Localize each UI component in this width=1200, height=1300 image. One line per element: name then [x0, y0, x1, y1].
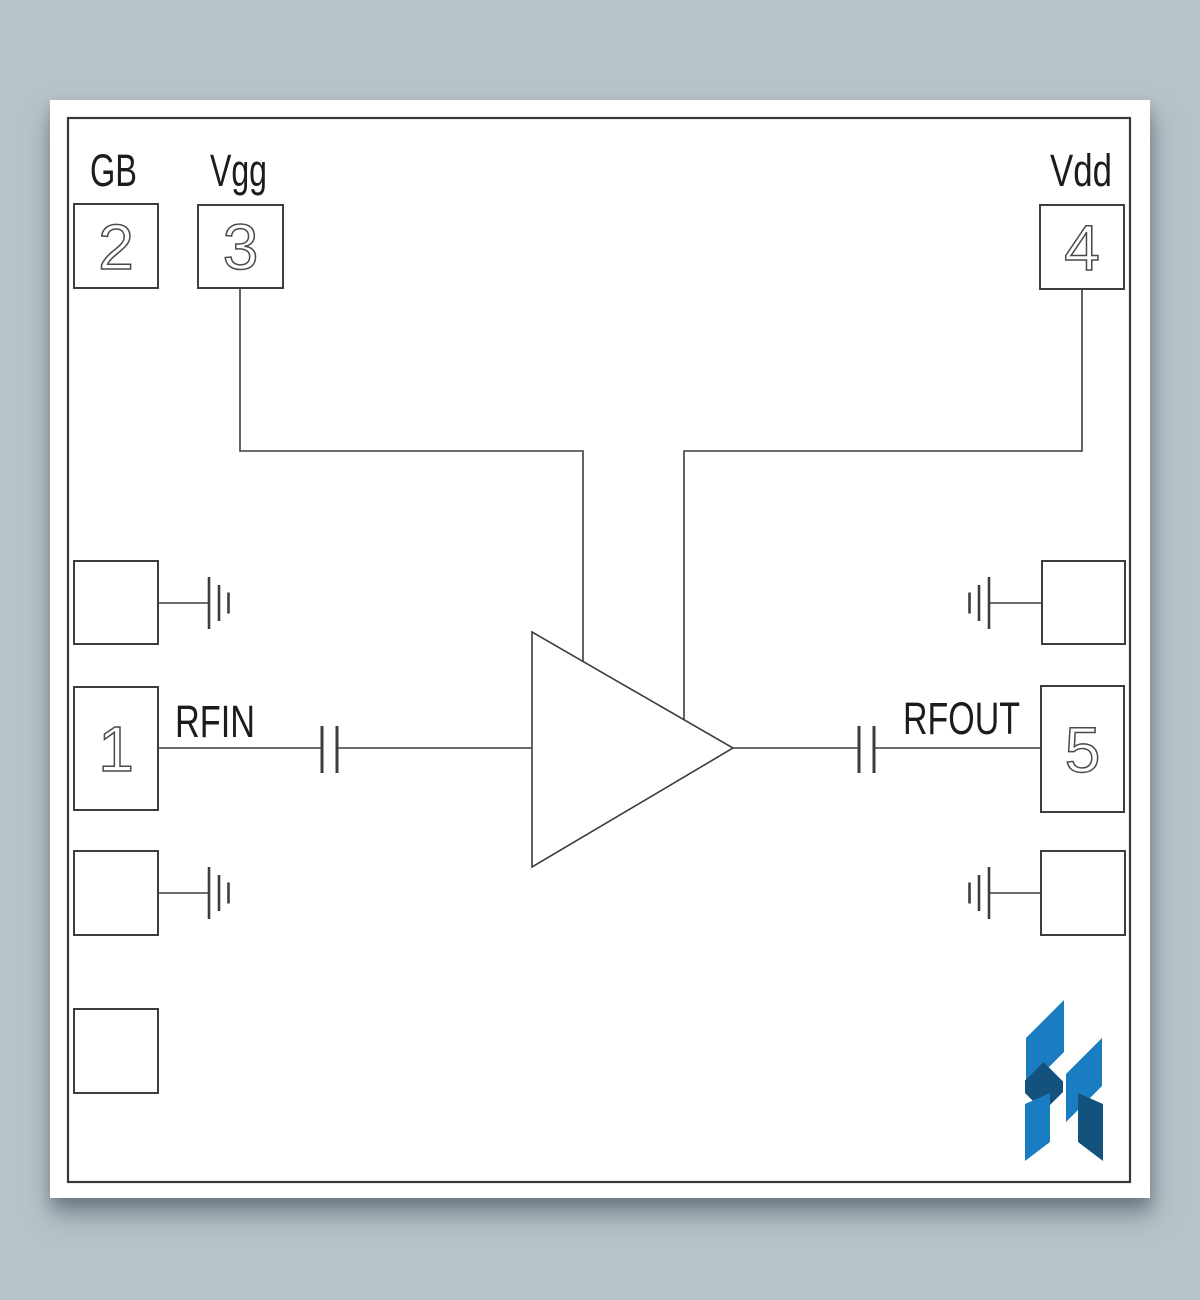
schematic-border: [66, 116, 1132, 1184]
schematic-page: 2 3 4 1 5 GB Vgg Vdd RFIN RFOUT: [50, 100, 1150, 1198]
pad-4-number: 4: [1064, 212, 1100, 284]
ground-pad-bottom-right: [1040, 850, 1126, 936]
label-rfout: RFOUT: [903, 693, 1020, 744]
pad-5-box: [1040, 685, 1125, 813]
ground-icon-top-right: [968, 577, 1042, 629]
label-gb: GB: [90, 145, 137, 196]
output-capacitor-icon: [857, 726, 876, 773]
ground-pad-top-right: [1041, 560, 1126, 645]
pad-2-box: [73, 203, 159, 289]
pad-3-number: 3: [223, 211, 259, 283]
ground-pad-bottom-left: [73, 850, 159, 936]
vgg-bias-wire: [239, 288, 584, 662]
label-vdd: Vdd: [1050, 145, 1112, 196]
pad-3: 3: [197, 204, 284, 289]
label-rfin: RFIN: [175, 696, 255, 747]
schematic-canvas: 2 3 4 1 5 GB Vgg Vdd RFIN RFOUT: [66, 116, 1132, 1184]
vdd-bias-wire: [683, 289, 1083, 720]
ground-pad-top-left: [73, 560, 159, 645]
pad-5-number: 5: [1065, 714, 1101, 786]
pad-3-box: [197, 204, 284, 289]
amplifier-icon: [531, 630, 735, 869]
logo-diamond-center: [1025, 1062, 1063, 1112]
pad-1: 1: [73, 686, 159, 811]
logo-leg-bottom-right: [1078, 1093, 1103, 1161]
logo-band-right: [1066, 1038, 1102, 1122]
pad-5: 5: [1040, 685, 1125, 813]
pad-4-box: [1039, 204, 1125, 290]
input-capacitor-icon: [320, 726, 339, 773]
spare-pad-bottom-left: [73, 1008, 159, 1094]
logo-leg-bottom-left: [1025, 1093, 1050, 1161]
ground-icon-bottom-right: [968, 867, 1041, 919]
label-vgg: Vgg: [210, 145, 267, 196]
pad-1-number: 1: [98, 713, 134, 785]
company-logo-icon: [1025, 1000, 1103, 1161]
ground-icon-top-left: [158, 577, 230, 629]
pad-2-number: 2: [98, 211, 134, 283]
logo-band-top-left: [1026, 1000, 1064, 1090]
ground-icon-bottom-left: [158, 867, 230, 919]
pad-4: 4: [1039, 204, 1125, 290]
pad-1-box: [73, 686, 159, 811]
pad-2: 2: [73, 203, 159, 289]
